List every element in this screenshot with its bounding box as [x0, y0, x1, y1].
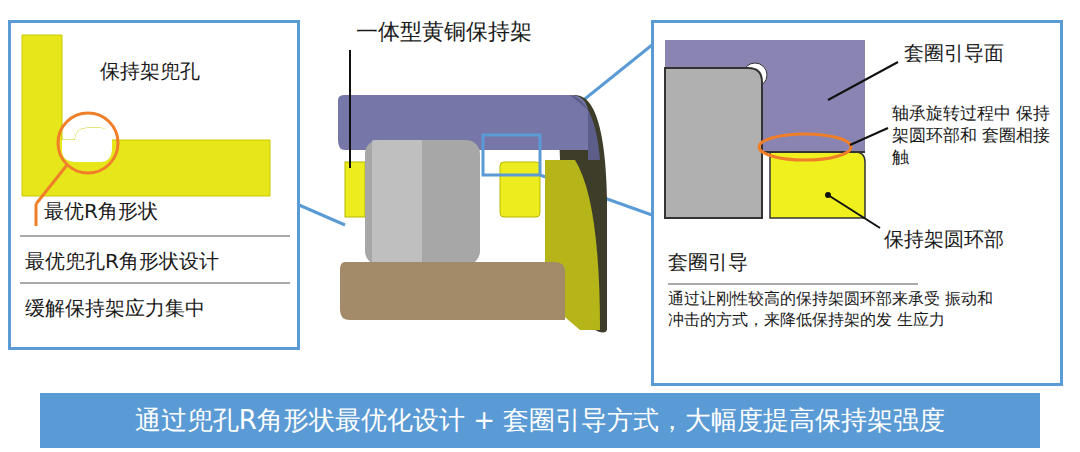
part-label: 套圈引导面: [904, 40, 1044, 66]
pocket-hole: [62, 128, 112, 162]
cage-ring-left: [345, 162, 365, 217]
part-label: 轴承旋转过程中 保持架圆环部和 套圈相接触: [892, 102, 1052, 168]
leader-line: [36, 165, 67, 204]
part-label: 保持架圆环部: [884, 226, 1044, 252]
leader-dot: [825, 192, 831, 198]
separator-line: [20, 236, 290, 237]
cage-ring-zoom: [770, 152, 865, 218]
zoom-ground: [665, 40, 865, 218]
part-label: 一体型黄铜保持架: [356, 18, 586, 47]
part-label: 最优R角形状: [44, 198, 214, 224]
leader-line: [850, 128, 888, 145]
node-body: 通过让刚性较高的保持架圆环部来承受 振动和冲击的方式，来降低保持架的发 生应力: [668, 289, 998, 331]
node-body: 缓解保持架应力集中: [25, 295, 205, 321]
roller-zoom: [665, 68, 762, 218]
node-heading: 套圈引导: [668, 249, 918, 275]
roller-highlight: [372, 140, 422, 265]
separator-line: [20, 283, 290, 284]
summary-band: 通过兜孔R角形状最优化设计 + 套圈引导方式，大幅度提高保持架强度: [40, 393, 1040, 448]
zoom-box: [483, 135, 540, 175]
node-heading: 最优兜孔R角形状设计: [25, 248, 219, 274]
outer-ring-side: [570, 95, 600, 160]
cage-pocket-shape: [22, 35, 270, 196]
cage-ring-right: [500, 162, 540, 217]
zoom-line: [299, 205, 345, 225]
leader-line: [828, 195, 880, 228]
leader-line: [35, 204, 38, 226]
leader-line: [349, 50, 351, 168]
node-heading: 通过兜孔R角形状最优化设计 + 套圈引导方式，大幅度提高保持架强度: [135, 404, 945, 438]
part-label: 保持架兜孔: [100, 58, 260, 84]
contact-highlight: [759, 134, 851, 160]
highlight-circle: [58, 113, 118, 173]
leader-line: [828, 62, 898, 100]
right-panel: 套圈引导通过让刚性较高的保持架圆环部来承受 振动和冲击的方式，来降低保持架的发 …: [651, 20, 1063, 386]
inner-ring: [340, 262, 565, 320]
roller: [365, 140, 480, 265]
separator-line: [668, 284, 918, 285]
